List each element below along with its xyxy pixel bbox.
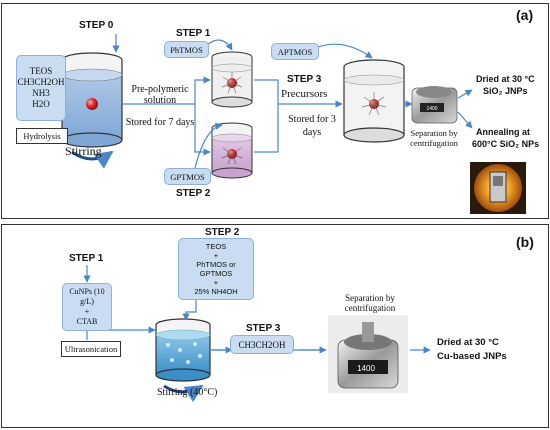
- centrifuge-a: [411, 86, 458, 124]
- precursors-label: Precursors: [281, 88, 328, 100]
- annealing-temp-label: 600°C SiO₂ NPs: [472, 139, 540, 149]
- stirring-b-label: Stirring (40°C): [157, 387, 218, 398]
- centrifuge-b-display: 1400: [357, 364, 375, 373]
- gptmos-box: GPTMOS: [164, 168, 211, 185]
- stirring-label: Stirring: [65, 144, 102, 158]
- teos-label: TEOS: [205, 242, 227, 251]
- plus-label: +: [84, 307, 90, 316]
- centrifuge-a-display: 1400: [426, 106, 437, 112]
- separation-a-label: Separation by centrifugation: [410, 128, 458, 148]
- panel-b-label: (b): [516, 234, 534, 250]
- step1-b-label: STEP 1: [69, 253, 104, 264]
- stored-7-days-label: Stored for 7 days: [125, 117, 195, 128]
- step2-b-label: STEP 2: [205, 227, 240, 238]
- prepolymeric-label: Pre-polymeric solution: [131, 84, 189, 106]
- aptmos-label: APTMOS: [277, 46, 313, 57]
- hydrolysis-label: Hydrolysis: [16, 128, 68, 144]
- separation-b-label: Separation by centrifugation: [344, 293, 396, 313]
- cunps-label: CuNPs (10 g/L): [69, 287, 105, 306]
- panel-a-label: (a): [516, 7, 534, 23]
- dried-a-label: Dried at 30 °C: [476, 74, 535, 84]
- step3-label: STEP 3: [287, 74, 322, 85]
- ethanol-label: CH3CH2OH: [238, 339, 286, 350]
- aptmos-box: APTMOS: [271, 43, 319, 60]
- reagents-box: TEOS CH3CH2OH NH3 H2O: [16, 55, 66, 121]
- nh4oh-label: 25% NH4OH: [194, 287, 238, 296]
- plus-label-2: +: [213, 251, 219, 260]
- step0-beaker: [61, 52, 123, 148]
- step3-b-label: STEP 3: [246, 323, 281, 334]
- dried-b-label: Dried at 30 °C: [437, 337, 499, 348]
- reagent-ethanol: CH3CH2OH: [17, 77, 65, 87]
- step0-label: STEP 0: [79, 20, 114, 31]
- step2-beaker: [211, 122, 253, 179]
- stirring-arrow-icon: [71, 150, 114, 169]
- reagent-ammonia: NH3: [32, 88, 50, 98]
- phtmos-or-label: PhTMOS or: [196, 260, 236, 269]
- phtmos-box: PhTMOS: [164, 41, 209, 58]
- step1-label: STEP 1: [176, 28, 211, 39]
- stored-3-days-label: Stored for 3 days: [288, 114, 336, 138]
- ultrasonication-label: Ultrasonication: [61, 341, 121, 357]
- reagent-teos: TEOS: [29, 66, 53, 76]
- ctab-label: CTAB: [76, 317, 98, 326]
- particle-icon: [86, 98, 98, 110]
- centrifuge-b: [328, 315, 408, 393]
- cunps-box: CuNPs (10 g/L) + CTAB: [62, 283, 112, 331]
- phtmos-label: PhTMOS: [170, 44, 203, 55]
- plus-label-3: +: [213, 278, 219, 287]
- reagent-water: H2O: [32, 99, 50, 109]
- step1-beaker: [211, 51, 253, 108]
- gptmos-label: GPTMOS: [170, 171, 205, 182]
- step3-beaker: [343, 59, 405, 143]
- furnace-image: [470, 162, 526, 214]
- stirring-arrow-b-icon: [163, 384, 204, 403]
- step2-b-box: TEOS + PhTMOS or GPTMOS + 25% NH4OH: [178, 238, 254, 300]
- step2-label: STEP 2: [176, 188, 211, 199]
- stirring-beaker-b: [155, 318, 211, 382]
- sio2-jnps-label: SiO₂ JNPs: [483, 86, 528, 96]
- gptmos-b-label: GPTMOS: [199, 269, 233, 278]
- cu-jnps-label: Cu-based JNPs: [437, 351, 507, 362]
- ethanol-box: CH3CH2OH: [230, 335, 294, 354]
- annealing-label: Annealing at: [476, 127, 531, 137]
